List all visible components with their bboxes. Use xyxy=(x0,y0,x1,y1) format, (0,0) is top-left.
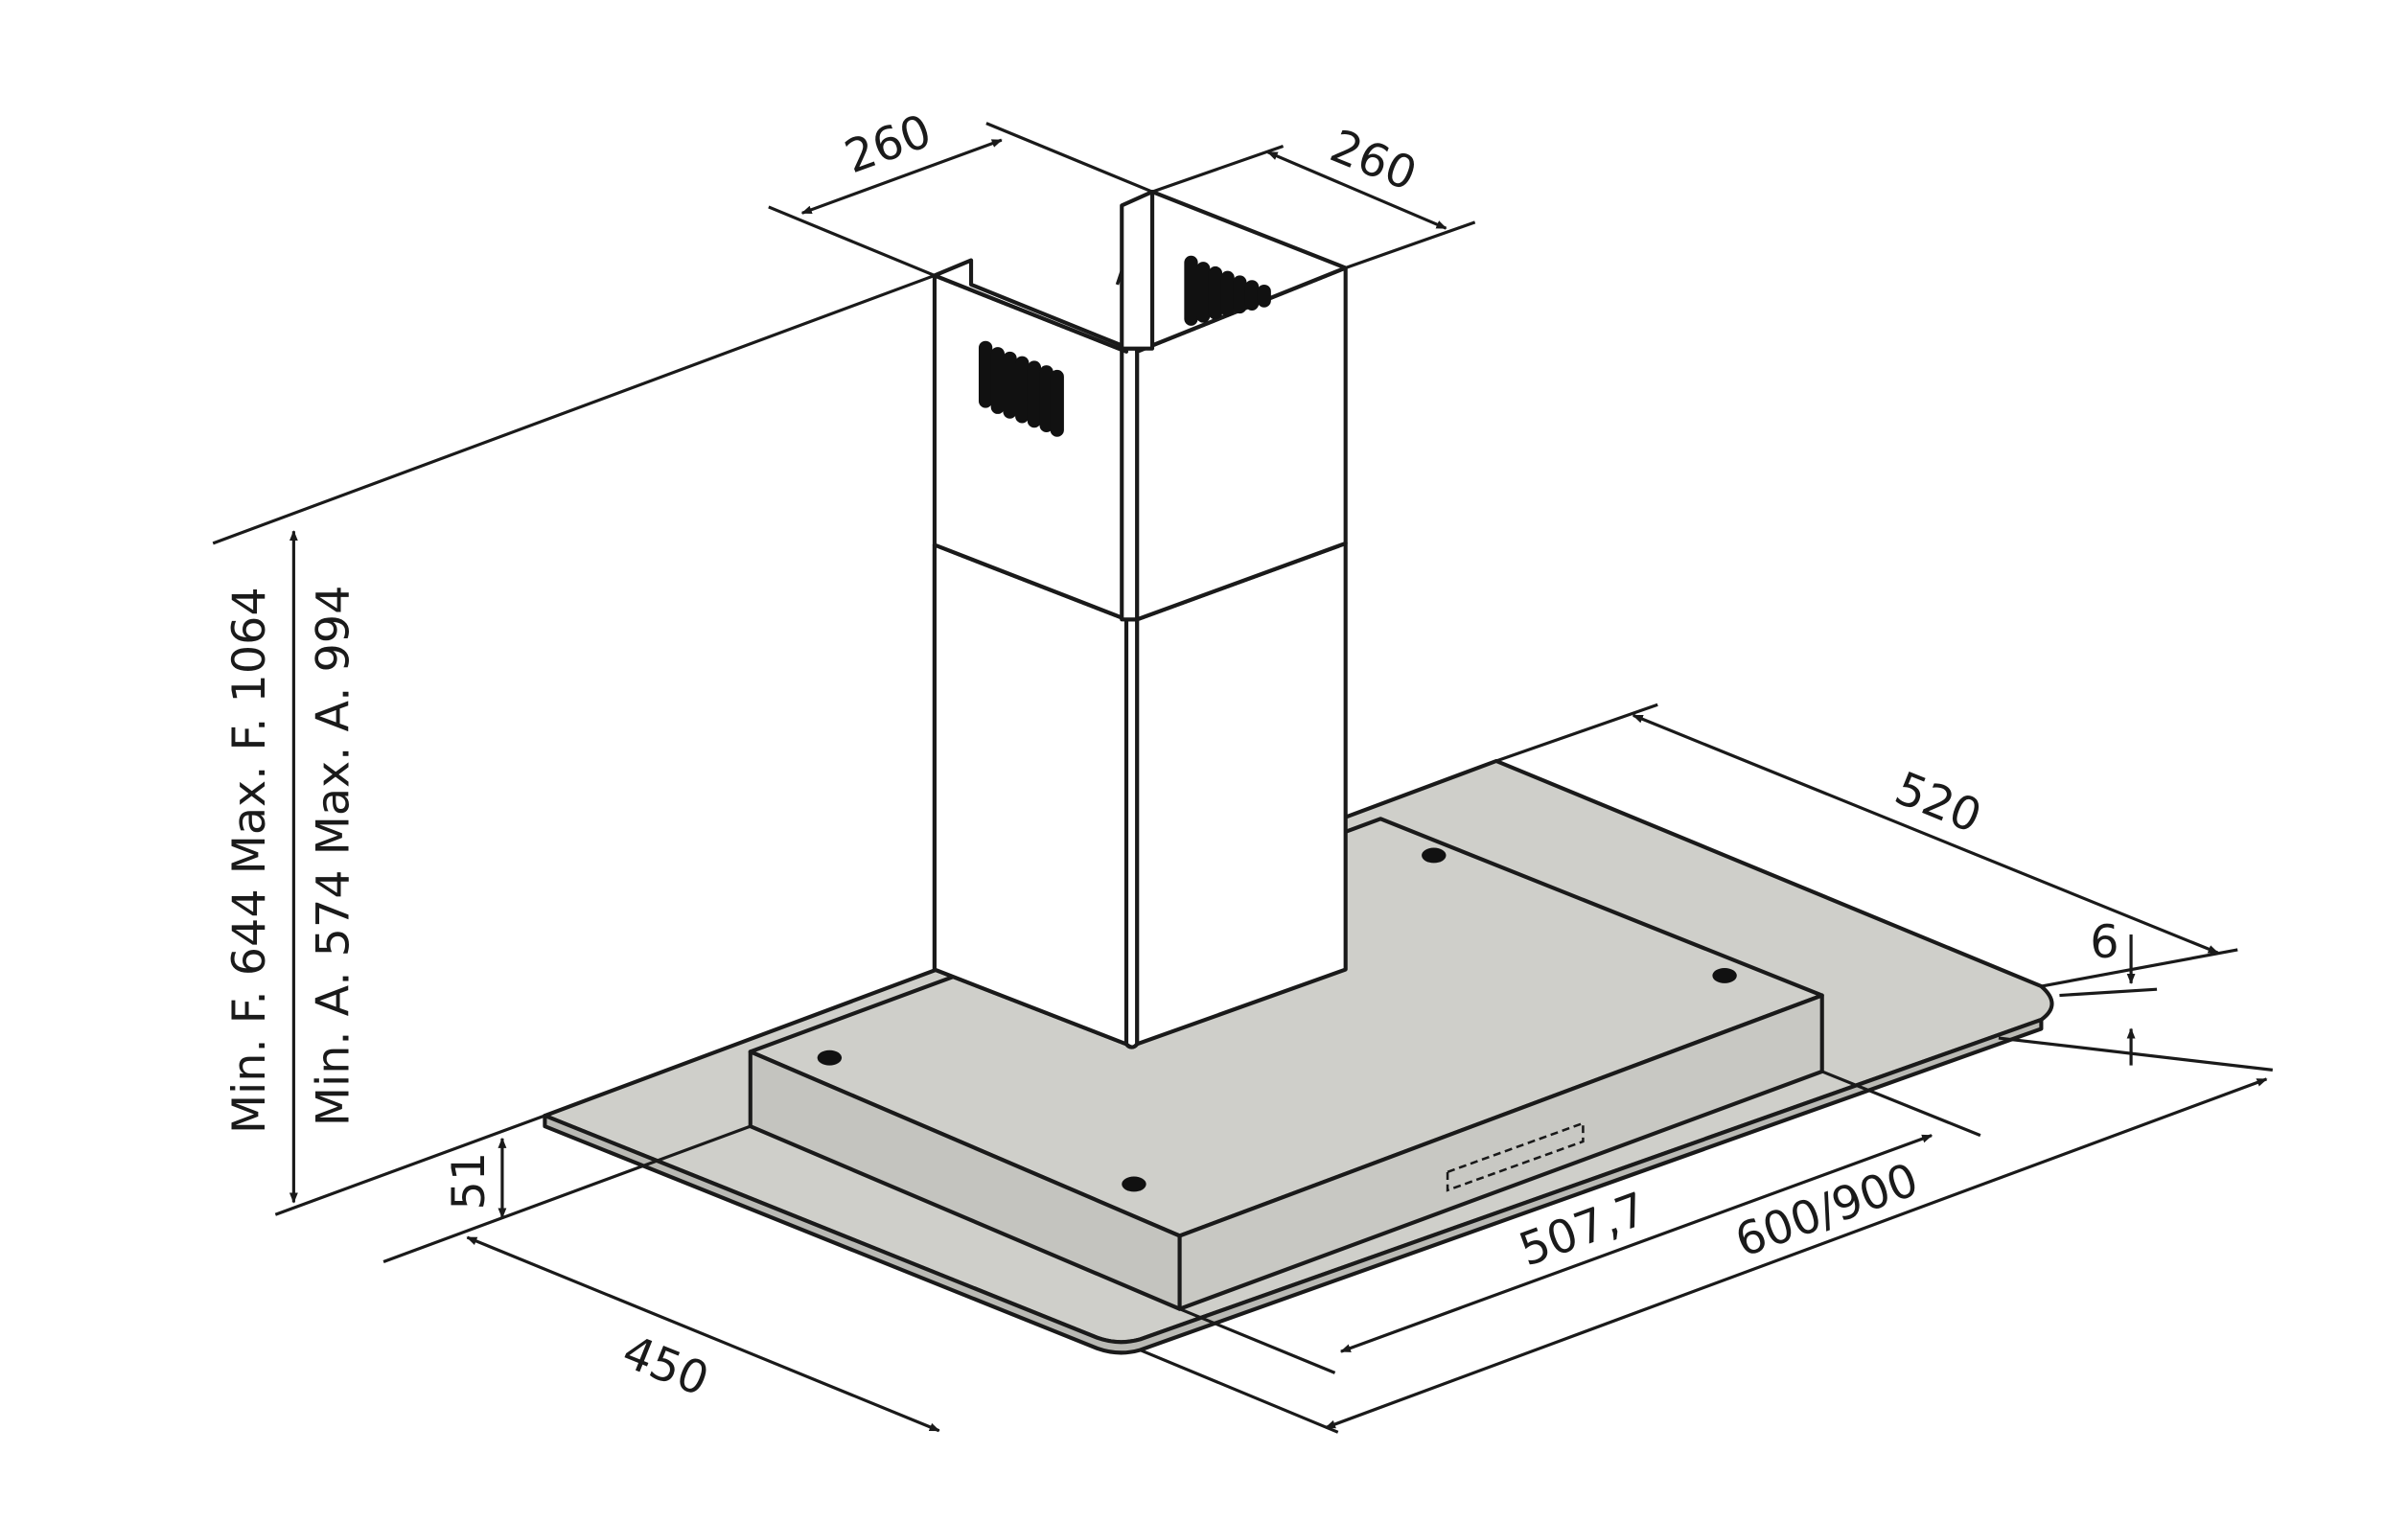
chimney-upper-corner xyxy=(1120,346,1140,622)
chimney-lower-left-face xyxy=(932,542,1129,1047)
chimney-back-left-panel xyxy=(932,258,1129,354)
screw-4 xyxy=(1122,1176,1146,1192)
screw-1 xyxy=(817,1049,843,1066)
label-duct-width-left: 260 xyxy=(838,105,938,185)
label-front-depth: 450 xyxy=(615,1326,716,1407)
chimney xyxy=(932,190,1348,1049)
chimney-lower-corner xyxy=(1123,617,1140,1049)
chimney-lower-right-face xyxy=(1135,541,1348,1047)
label-duct-width-right: 260 xyxy=(1323,120,1424,201)
label-glass-thickness: 6 xyxy=(2090,916,2119,969)
dimension-lines xyxy=(212,122,2273,1434)
label-height-flue: Min. F. 644 Max. F. 1064 xyxy=(223,587,276,1134)
screw-2 xyxy=(1422,847,1447,864)
vent-slots-right xyxy=(1184,255,1271,326)
screw-3 xyxy=(1712,967,1737,983)
label-hood-depth: 520 xyxy=(1887,762,1988,843)
vent-slots-left xyxy=(978,340,1064,437)
chimney-inner-flange xyxy=(1120,190,1155,351)
label-height-aspiration: Min. A. 574 Max. A. 994 xyxy=(308,586,360,1127)
label-body-height: 51 xyxy=(443,1152,496,1211)
label-total-width: 600/900 xyxy=(1728,1154,1925,1268)
